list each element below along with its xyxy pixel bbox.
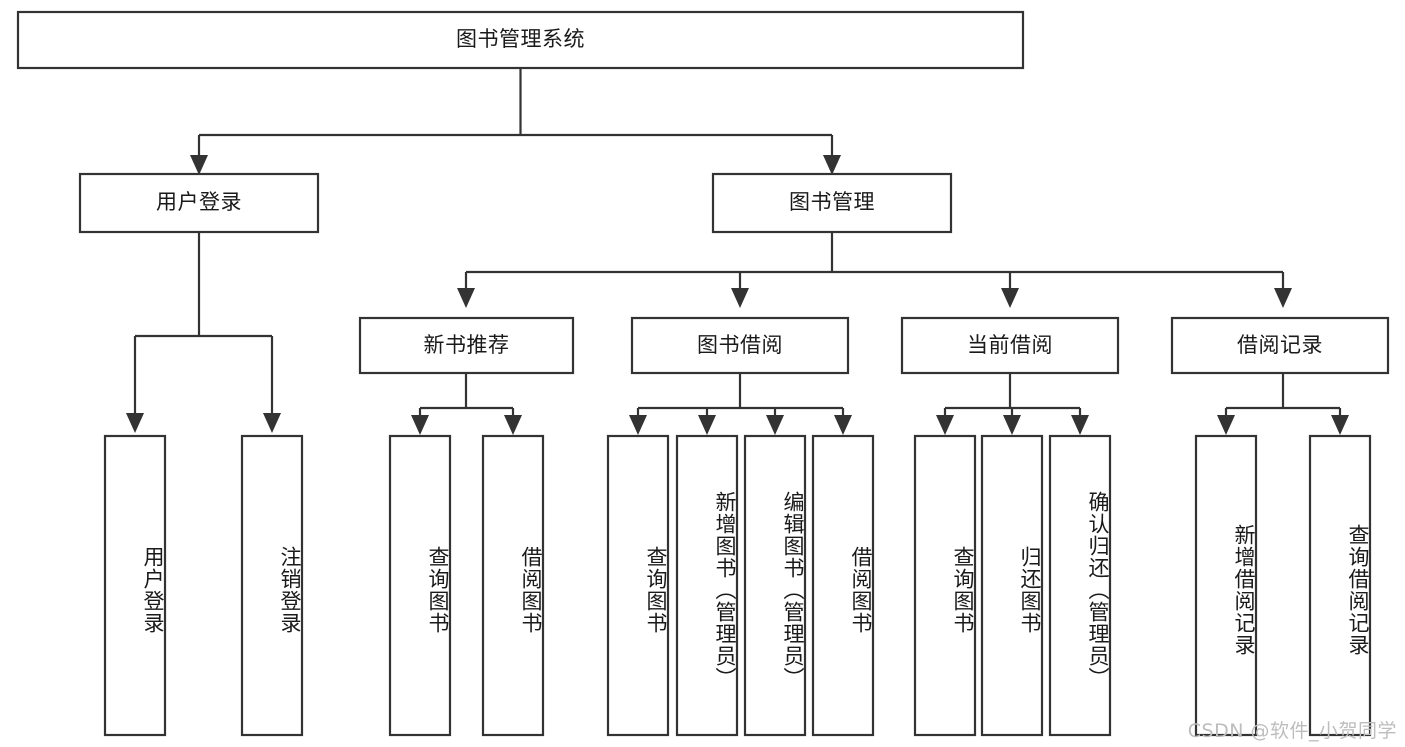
arrowhead-leaf-nb-borrow	[504, 415, 522, 435]
leaf-nb-query-box[interactable]	[388, 434, 452, 737]
connector-book-manage-to-level3	[464, 232, 1285, 290]
leaf-bb-add-box[interactable]	[675, 434, 739, 737]
leaf-cb-return-box[interactable]	[980, 434, 1044, 737]
connector-borrow-records-to-leaves	[1224, 373, 1342, 417]
node-book-manage-box[interactable]	[711, 172, 953, 234]
arrowhead-leaf-br-query	[1331, 415, 1349, 435]
node-user-login-box[interactable]	[78, 172, 320, 234]
arrowhead-to-book-borrow	[731, 288, 749, 308]
arrowhead-to-borrow-records	[1274, 288, 1292, 308]
arrowhead-leaf-cb-confirm	[1071, 415, 1089, 435]
arrowhead-to-current-borrow	[1001, 288, 1019, 308]
csdn-watermark: CSDN @软件_小贺同学	[1187, 720, 1397, 742]
arrowhead-leaf-bb-query	[629, 415, 647, 435]
arrowhead-leaf-nb-query	[411, 415, 429, 435]
arrowhead-to-new-book	[457, 288, 475, 308]
node-book-borrow-box[interactable]	[630, 316, 850, 375]
arrowhead-leaf-user-login	[126, 413, 144, 433]
connector-user-login-to-leaves	[133, 232, 274, 415]
arrowhead-leaf-cb-query	[936, 415, 954, 435]
leaf-br-query-box[interactable]	[1308, 434, 1372, 737]
arrowhead-leaf-bb-borrow	[834, 415, 852, 435]
leaf-bb-edit-box[interactable]	[743, 434, 807, 737]
arrowhead-leaf-bb-edit	[766, 415, 784, 435]
node-new-book-recommend-box[interactable]	[358, 316, 575, 375]
leaf-logout-box[interactable]	[240, 434, 304, 737]
connector-current-borrow-to-leaves	[943, 373, 1082, 417]
leaf-br-add-box[interactable]	[1194, 434, 1258, 737]
leaf-bb-query-box[interactable]	[606, 434, 670, 737]
arrowhead-leaf-cb-return	[1003, 415, 1021, 435]
arrowhead-leaf-br-add	[1217, 415, 1235, 435]
arrowhead-leaf-bb-add	[698, 415, 716, 435]
connector-book-borrow-to-leaves	[636, 373, 845, 417]
leaf-nb-borrow-box[interactable]	[481, 434, 545, 737]
connector-root-to-level2	[197, 68, 834, 157]
node-root-box[interactable]	[16, 10, 1025, 70]
arrowhead-to-user-login	[190, 155, 208, 175]
arrowhead-to-book-manage	[823, 155, 841, 175]
node-borrow-records-box[interactable]	[1170, 316, 1390, 375]
connector-new-book-to-leaves	[418, 373, 515, 417]
arrowhead-leaf-logout	[263, 413, 281, 433]
node-current-borrow-box[interactable]	[900, 316, 1120, 375]
leaf-cb-confirm-box[interactable]	[1048, 434, 1112, 737]
leaf-bb-borrow-box[interactable]	[811, 434, 875, 737]
leaf-user-login-box[interactable]	[103, 434, 167, 737]
leaf-cb-query-box[interactable]	[913, 434, 977, 737]
